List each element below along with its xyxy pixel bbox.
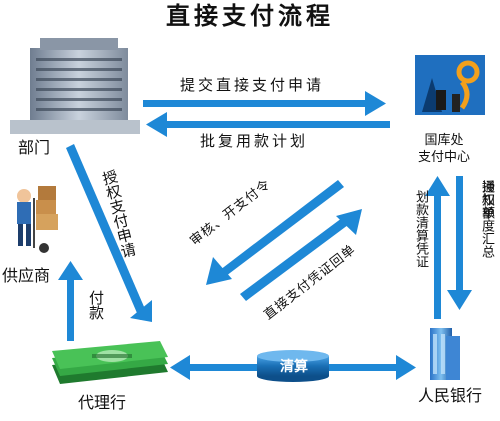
label-approve-plan: 批复用款计划 bbox=[200, 132, 309, 150]
node-agent-bank: 代理行 bbox=[78, 393, 127, 412]
money-stack-icon bbox=[52, 341, 168, 384]
voucher-return-arrow bbox=[240, 209, 362, 301]
approve-plan-arrow bbox=[146, 112, 390, 137]
node-treasury: 国库处 支付中心 bbox=[418, 133, 471, 165]
quota-summary-arrow bbox=[447, 176, 472, 310]
review-issue-arrow bbox=[206, 180, 344, 285]
label-payment: 付款 bbox=[87, 290, 105, 320]
node-department: 部门 bbox=[18, 138, 51, 157]
payment-arrow bbox=[58, 261, 83, 341]
label-notice: 通知单 bbox=[479, 180, 494, 219]
transfer-voucher-arrow bbox=[425, 176, 450, 319]
clearing-pill bbox=[257, 350, 329, 382]
peoples-bank-building-icon bbox=[430, 328, 460, 380]
supplier-person-icon bbox=[17, 186, 58, 253]
flow-arrows bbox=[58, 91, 472, 380]
diagram-title: 直接支付流程 bbox=[166, 2, 334, 30]
node-supplier: 供应商 bbox=[2, 266, 51, 285]
department-building-icon bbox=[10, 38, 140, 134]
node-peoples-bank: 人民银行 bbox=[418, 386, 483, 405]
label-clearing: 清算 bbox=[280, 359, 308, 375]
label-submit-request: 提交直接支付申请 bbox=[180, 76, 325, 94]
label-quota-summary: 授权额度汇总 bbox=[479, 180, 494, 258]
authorize-request-arrow bbox=[66, 144, 152, 322]
label-transfer-voucher: 划款清算凭证 bbox=[413, 190, 428, 268]
treasury-center-icon bbox=[415, 55, 485, 115]
submit-request-arrow bbox=[143, 91, 386, 116]
